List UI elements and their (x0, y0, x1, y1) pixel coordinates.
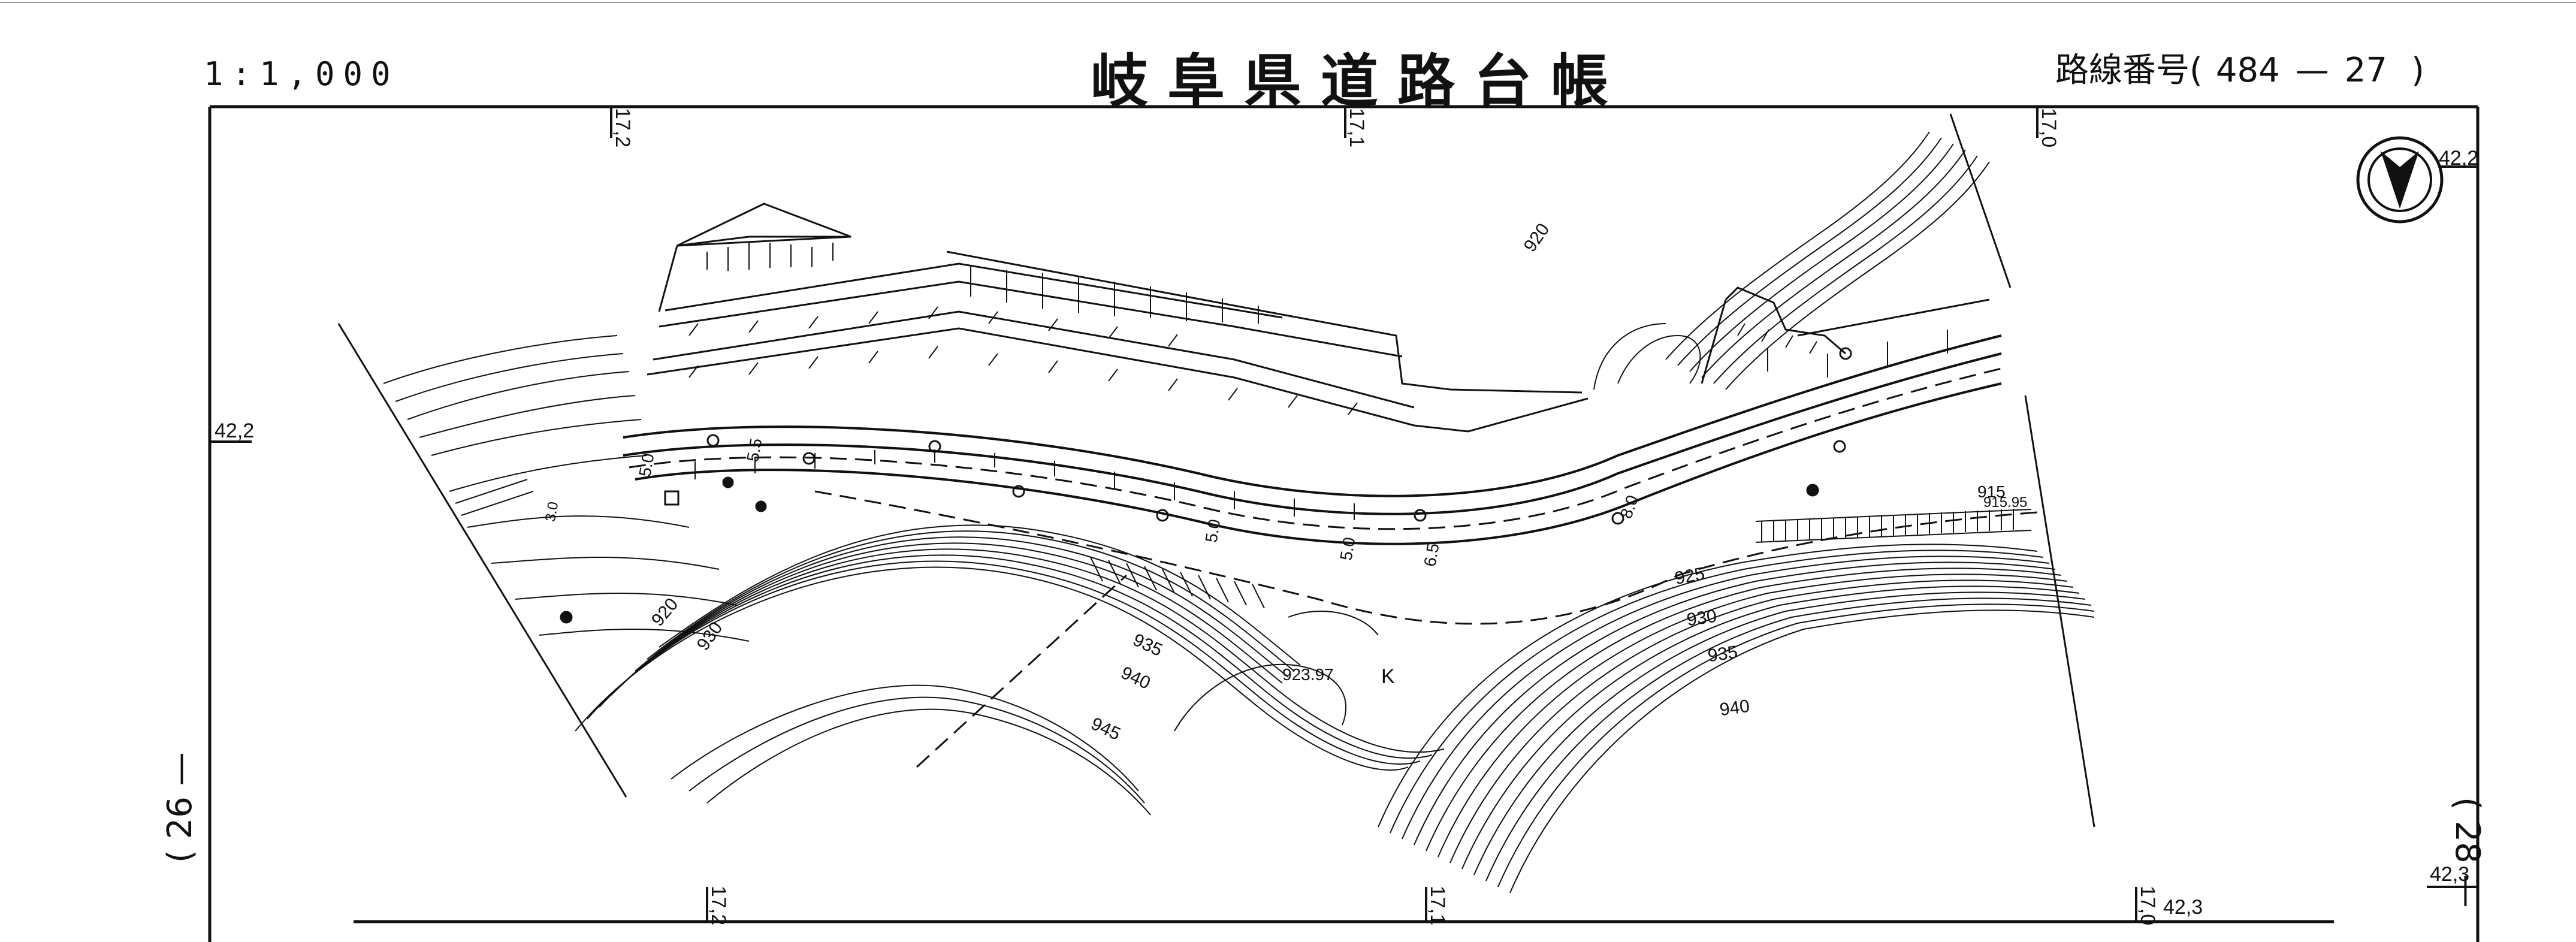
route-dash: — (2295, 51, 2329, 90)
width-label-6-5: 6.5 (1420, 542, 1443, 568)
road-edges (623, 334, 2002, 545)
hatched-strip (455, 479, 2032, 609)
grid-label-top-x2: 17,1 (1345, 108, 1368, 148)
grid-label-bottom-x2: 17,1 (1426, 886, 1449, 926)
route-minor: 27 (2344, 51, 2388, 90)
elevation-point-label: 923.97 (1282, 665, 1334, 684)
route-open: ( (2190, 51, 2203, 90)
road-centerlines (629, 367, 2038, 768)
grid-label-bottom-x1: 17,2 (707, 886, 730, 926)
route-number: 路線番号(484 — 27) (2055, 43, 2424, 92)
route-prefix: 路線番号 (2055, 51, 2190, 90)
grid-label-right-y: 42,3 (2430, 863, 2470, 886)
contour-label-930b: 930 (1685, 606, 1719, 630)
contour-label-915: 915 (1977, 482, 2006, 501)
sheet-boundary (337, 113, 2095, 828)
contour-label-940b: 940 (1718, 696, 1751, 720)
width-label-5-0-b: 5.0 (1201, 518, 1224, 544)
map-symbols (560, 347, 1852, 624)
width-label-3-0: 3.0 (542, 500, 562, 523)
contour-label-935b: 935 (1706, 642, 1740, 666)
grid-label-top-x1: 17,2 (611, 108, 634, 148)
north-arrow-icon (2356, 136, 2444, 224)
width-label-5-0-a: 5.0 (635, 452, 658, 478)
grid-ticks (210, 107, 2478, 923)
width-label-5-0-c: 5.0 (1336, 536, 1359, 562)
next-sheet-ref: ( 28 — (2448, 797, 2487, 908)
prev-sheet-ref: ( 26 — (161, 752, 200, 863)
grid-label-north-y: 42,2 (2439, 147, 2479, 170)
grid-label-top-x3: 17,0 (2037, 108, 2060, 148)
map-frame (208, 105, 2480, 942)
elevation-point-label-2: 915.95 (1983, 494, 2028, 511)
grid-label-bottom-x3: 17,0 (2136, 886, 2159, 926)
width-label-5-5: 5.5 (743, 437, 766, 463)
contour-lines-south (575, 524, 2095, 893)
contour-lines-northeast (1593, 131, 1990, 390)
contour-lines-west (383, 335, 750, 642)
grid-label-left-y: 42,2 (215, 419, 255, 442)
point-k-label: K (1381, 665, 1395, 688)
map-title: 岐阜県道路台帳 (1091, 47, 1627, 115)
route-close: ) (2411, 51, 2424, 90)
upper-terraces (647, 203, 1990, 433)
route-major: 484 (2215, 51, 2280, 90)
grid-label-bottom-right-y: 42,3 (2163, 896, 2203, 919)
scale-label: 1:1,000 (204, 55, 399, 93)
terrace-hachures (688, 243, 1948, 520)
